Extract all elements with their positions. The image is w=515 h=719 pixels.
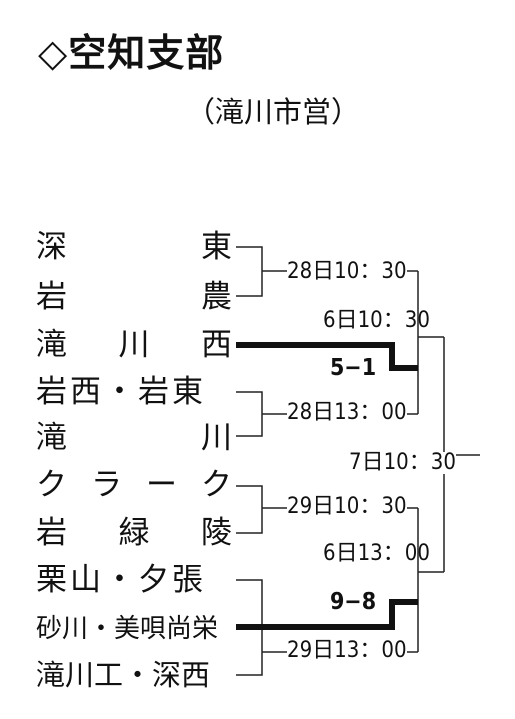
team-row: 岩西・岩東 (36, 373, 206, 410)
match-time-r2b: 6日13：00 (323, 541, 430, 566)
match-time-final: 7日10：30 (349, 450, 456, 475)
match-time-r1d: 29日13：00 (287, 638, 407, 663)
score-semifinal-top: 5−1 (330, 355, 377, 381)
match-time-r2a: 6日10：30 (323, 308, 430, 333)
team-row: 滝川 (36, 419, 232, 456)
team-row: 深東 (36, 228, 232, 265)
match-time-r1c: 29日10：30 (287, 494, 407, 519)
match-time-r1a: 28日10：30 (287, 259, 407, 284)
team-row: 滝川西 (36, 326, 232, 363)
score-semifinal-bottom: 9−8 (330, 589, 377, 615)
team-row: 岩農 (36, 278, 232, 315)
team-row: 滝川工・深西 (36, 657, 211, 692)
team-row: 砂川・美唄尚栄 (36, 614, 219, 644)
venue-label: （滝川市営） (186, 95, 361, 129)
team-row: 岩緑陵 (36, 514, 232, 551)
team-row: 栗山・夕張 (36, 561, 206, 598)
page-title: ◇空知支部 (38, 31, 225, 75)
match-time-r1b: 28日13：00 (287, 400, 407, 425)
team-row: クラーク (36, 466, 232, 503)
